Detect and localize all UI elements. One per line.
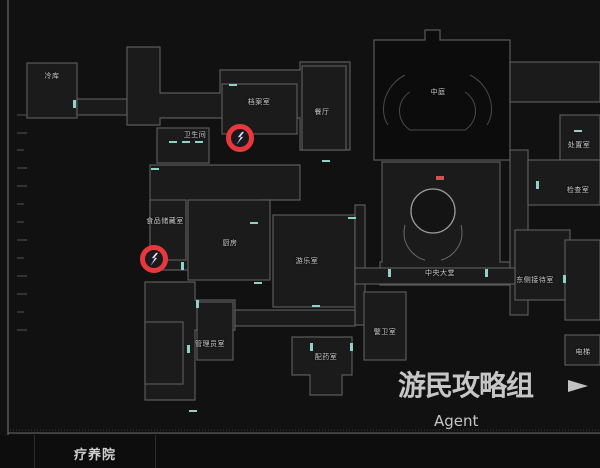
arrow-icon [568,380,588,392]
room-label-east-reception: 东侧接待室 [516,276,554,284]
area-name: 疗养院 [74,448,117,463]
lightning-icon [236,131,245,145]
room-label-restroom: 卫生间 [183,131,207,139]
lightning-icon [150,252,159,266]
watermark: 游民攻略组 Agent [390,362,590,432]
room-label-pantry: 食品储藏室 [146,217,184,225]
room-label-central-hall: 中央大堂 [425,269,455,277]
map-marker-1[interactable] [226,124,254,152]
room-label-elevator: 电梯 [575,348,591,356]
map-marker-2[interactable] [140,245,168,273]
room-label-admin: 管理员室 [195,340,225,348]
room-label-exam: 检查室 [566,186,590,194]
watermark-brand: 游民攻略组 [398,369,534,402]
room-label-pharmacy: 配药室 [314,353,338,361]
room-label-atrium: 中庭 [430,88,446,96]
watermark-sub: Agent [434,412,479,430]
room-label-guard: 警卫室 [373,328,397,336]
footer-divider [34,435,35,468]
map-footer [0,435,600,468]
room-label-playroom: 游乐室 [295,257,319,265]
room-label-archive: 档案室 [247,98,271,106]
footer-divider [155,435,156,468]
room-label-treatment: 处置室 [567,141,591,149]
room-label-dining: 餐厅 [314,108,330,116]
room-label-cold-storage: 冷库 [44,72,60,80]
room-label-kitchen: 厨房 [222,239,238,247]
